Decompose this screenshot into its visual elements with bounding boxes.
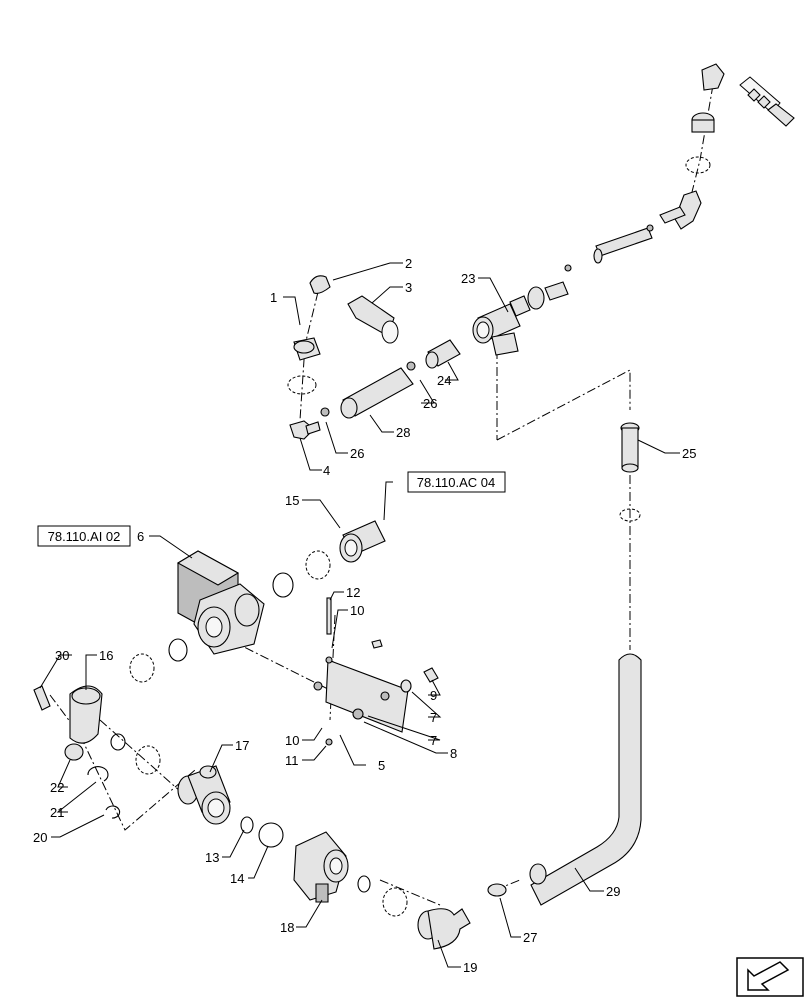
callout-24: 24 [437,373,451,388]
hose-28 [320,339,461,419]
callout-25: 25 [682,446,696,461]
pump-motor-6 [129,550,265,683]
callout-11: 11 [285,753,299,768]
tee-fitting-23 [472,295,531,356]
reference-box-ai02[interactable]: 78.110.AI 02 [37,525,131,547]
callout-10a: 10 [350,603,364,618]
reference-ac04-label: 78.110.AC 04 [417,475,496,490]
callout-29: 29 [606,884,620,899]
callout-3: 3 [405,280,412,295]
callout-1: 1 [270,290,277,305]
callout-30: 30 [55,648,69,663]
callout-2: 2 [405,256,412,271]
callout-26a: 26 [423,396,437,411]
reference-ai02-label: 78.110.AI 02 [48,529,121,544]
assembly-centerlines [49,84,714,906]
callout-4: 4 [323,463,330,478]
callout-17: 17 [235,738,249,753]
callout-28: 28 [396,425,410,440]
swivel-25-and-hose-29 [529,422,642,906]
callout-21: 21 [50,805,64,820]
callout-labels: 1 2 3 4 5 6 7 7 8 9 10 10 11 12 13 14 15… [33,256,696,975]
flange-fitting-15 [272,520,386,598]
mounting-plate-5 [313,597,439,746]
callout-20: 20 [33,830,47,845]
callout-14: 14 [230,871,244,886]
elbow-19-and-clamp-27 [417,883,507,950]
upper-fitting-chain [527,63,795,310]
callout-6: 6 [137,529,144,544]
callout-12: 12 [346,585,360,600]
callout-18: 18 [280,920,294,935]
elbow-16-group [33,685,161,819]
callout-7a: 7 [430,710,437,725]
page-arrow-icon[interactable] [736,957,804,997]
reference-box-ac04[interactable]: 78.110.AC 04 [407,471,506,493]
leader-lines [39,262,680,968]
valve-body-18 [293,831,408,917]
callout-22: 22 [50,780,64,795]
callout-5: 5 [378,758,385,773]
callout-7b: 7 [430,733,437,748]
callout-9: 9 [430,688,437,703]
callout-26b: 26 [350,446,364,461]
tee-fitting-17 [177,765,284,848]
callout-10b: 10 [285,733,299,748]
callout-13: 13 [205,850,219,865]
callout-27: 27 [523,930,537,945]
elbow-and-adapter-group [287,275,399,440]
callout-19: 19 [463,960,477,975]
callout-8: 8 [450,746,457,761]
callout-15: 15 [285,493,299,508]
callout-16: 16 [99,648,113,663]
callout-23: 23 [461,271,475,286]
